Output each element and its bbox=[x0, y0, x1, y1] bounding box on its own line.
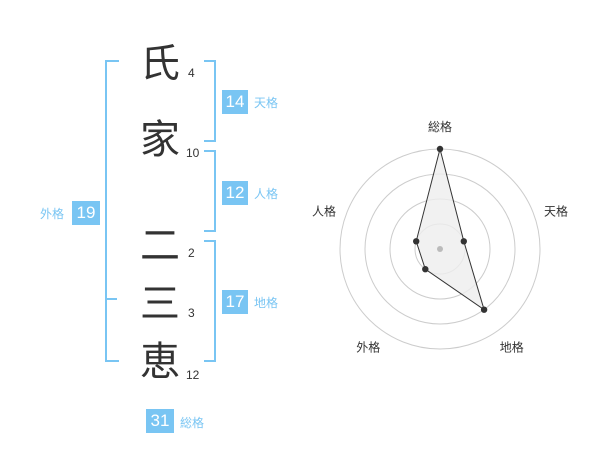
gaikaku-bracket-mid-tick bbox=[105, 298, 117, 300]
given-char-3: 恵 bbox=[140, 339, 180, 385]
soukaku-label: 総格 bbox=[180, 416, 205, 430]
given-char-2-strokes: 3 bbox=[188, 306, 195, 320]
tenkaku-label: 天格 bbox=[254, 96, 279, 110]
surname-char-1: 氏 bbox=[140, 41, 180, 87]
gaikaku-value-badge: 19 bbox=[72, 201, 100, 225]
radar-axis-label-4: 外格 bbox=[356, 340, 380, 355]
chikaku-value-badge: 17 bbox=[222, 290, 248, 314]
tenkaku-value-badge: 14 bbox=[222, 90, 248, 114]
radar-axis-label-3: 地格 bbox=[500, 340, 524, 355]
radar-axis-label-1: 総格 bbox=[428, 119, 452, 134]
radar-axis-label-2: 天格 bbox=[544, 203, 568, 218]
radar-point-3 bbox=[480, 306, 488, 313]
given-char-3-strokes: 12 bbox=[186, 368, 200, 382]
jinkaku-value-badge: 12 bbox=[222, 181, 248, 205]
given-char-2: 三 bbox=[140, 281, 180, 327]
gaikaku-bracket bbox=[105, 60, 119, 362]
radar-point-1 bbox=[436, 145, 444, 153]
chikaku-label: 地格 bbox=[254, 296, 279, 310]
radar-point-5 bbox=[413, 238, 420, 245]
surname-char-2: 家 bbox=[140, 117, 180, 163]
chikaku-bracket bbox=[204, 240, 216, 362]
surname-char-2-strokes: 10 bbox=[186, 146, 200, 160]
jinkaku-bracket bbox=[204, 150, 216, 232]
gaikaku-label: 外格 bbox=[40, 207, 65, 221]
radar-point-4 bbox=[422, 266, 429, 273]
radar-axis-label-5: 人格 bbox=[312, 203, 336, 218]
radar-center-point bbox=[437, 246, 443, 252]
given-char-1-strokes: 2 bbox=[188, 246, 195, 260]
surname-char-1-strokes: 4 bbox=[188, 66, 195, 80]
soukaku-value-badge: 31 bbox=[146, 409, 174, 433]
given-char-1: 二 bbox=[140, 223, 180, 269]
jinkaku-label: 人格 bbox=[254, 187, 279, 201]
radar-data-polygon bbox=[415, 148, 485, 311]
radar-point-2 bbox=[460, 238, 467, 245]
tenkaku-bracket bbox=[204, 60, 216, 142]
